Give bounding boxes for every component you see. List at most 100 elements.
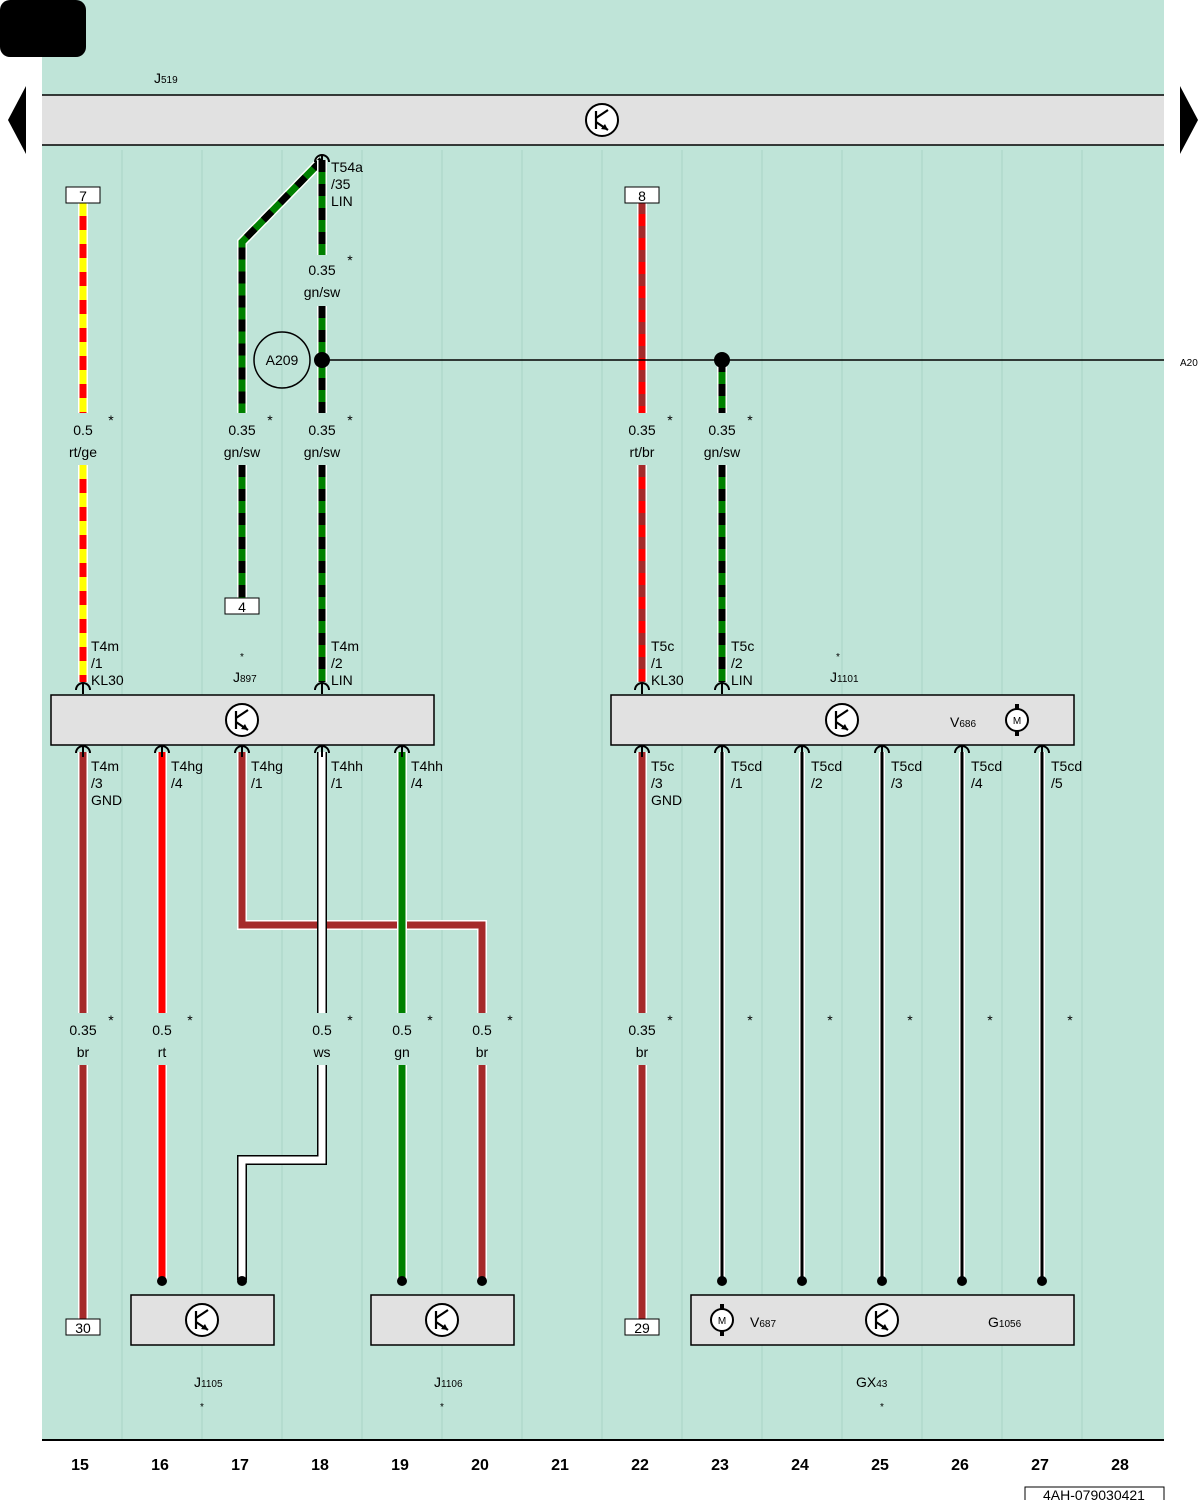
svg-text:21: 21	[551, 1457, 569, 1474]
svg-text:/4: /4	[171, 775, 183, 791]
svg-text:T5cd: T5cd	[811, 758, 842, 774]
svg-text:/1: /1	[731, 775, 743, 791]
svg-text:0.5: 0.5	[392, 1022, 412, 1038]
v687-motor-icon: M	[710, 1304, 734, 1336]
svg-text:0.5: 0.5	[73, 422, 93, 438]
previous-page-arrow-icon[interactable]	[8, 86, 26, 154]
document-id: 4AH-079030421	[1024, 1486, 1165, 1500]
svg-text:*: *	[187, 1012, 193, 1028]
svg-text:*: *	[267, 412, 273, 428]
svg-text:29: 29	[634, 1320, 650, 1336]
wire-17-20-br[interactable]	[237, 752, 487, 1280]
svg-text:*: *	[108, 412, 114, 428]
wire-18-ws[interactable]	[237, 752, 327, 1280]
svg-text:17: 17	[231, 1457, 249, 1474]
svg-text:T5c: T5c	[731, 638, 754, 654]
wire-23-27-sw[interactable]	[719, 752, 1045, 1280]
pin-label-t4hh1: T4hh/1	[331, 758, 363, 791]
j897-star: *	[240, 652, 244, 663]
svg-text:0.35: 0.35	[308, 262, 335, 278]
wire-label-20: 0.5br*	[472, 1012, 513, 1060]
box-8: 8	[624, 186, 660, 204]
j1106-label: J1106	[434, 1374, 463, 1390]
svg-text:LIN: LIN	[331, 672, 353, 688]
j1105-transistor-icon	[185, 1303, 219, 1337]
svg-text:0.5: 0.5	[312, 1022, 332, 1038]
svg-text:br: br	[636, 1044, 649, 1060]
next-page-arrow-icon[interactable]	[1180, 86, 1198, 154]
svg-text:/3: /3	[91, 775, 103, 791]
column-gridlines	[121, 150, 1083, 1440]
junction-dot-18	[314, 352, 330, 368]
svg-text:0.35: 0.35	[69, 1022, 96, 1038]
j897-label: J897	[233, 669, 257, 685]
right-continuation-label: A20	[1180, 358, 1198, 369]
svg-text:18: 18	[311, 1457, 329, 1474]
svg-text:GND: GND	[91, 792, 122, 808]
box-4: 4	[224, 597, 260, 615]
svg-text:8: 8	[638, 188, 646, 204]
svg-text:*: *	[987, 1012, 993, 1028]
page-tab	[0, 0, 86, 57]
svg-text:0.5: 0.5	[152, 1022, 172, 1038]
svg-text:T4hh: T4hh	[331, 758, 363, 774]
wire-17-gn-sw[interactable]	[237, 156, 326, 598]
a209-label: A209	[266, 352, 299, 368]
wire-label-18-lower: 0.5ws*	[312, 1012, 353, 1060]
j1105-star: *	[200, 1402, 204, 1413]
svg-text:*: *	[747, 1012, 753, 1028]
svg-text:*: *	[507, 1012, 513, 1028]
svg-text:*: *	[1067, 1012, 1073, 1028]
svg-text:23: 23	[711, 1457, 729, 1474]
wire-stars-23-27: * * * * *	[747, 1012, 1073, 1028]
connector-terminal-icons	[75, 154, 1050, 757]
svg-text:*: *	[747, 412, 753, 428]
svg-text:0.35: 0.35	[708, 422, 735, 438]
svg-text:/35: /35	[331, 176, 351, 192]
svg-text:7: 7	[79, 188, 87, 204]
pin-label-t5cd1: T5cd/1	[731, 758, 762, 791]
svg-text:/1: /1	[251, 775, 263, 791]
svg-text:30: 30	[75, 1320, 91, 1336]
svg-text:T4hg: T4hg	[171, 758, 203, 774]
pin-label-t5cd3: T5cd/3	[891, 758, 922, 791]
column-numbers: 15 16 17 18 19 20 21 22 23 24 25 26 27 2…	[71, 1457, 1129, 1474]
svg-text:LIN: LIN	[331, 193, 353, 209]
svg-text:T5cd: T5cd	[891, 758, 922, 774]
svg-text:/1: /1	[651, 655, 663, 671]
svg-text:0.5: 0.5	[472, 1022, 492, 1038]
svg-text:*: *	[667, 412, 673, 428]
box-30: 30	[65, 1318, 101, 1336]
svg-text:*: *	[347, 1012, 353, 1028]
svg-text:/1: /1	[91, 655, 103, 671]
svg-text:M: M	[718, 1316, 726, 1327]
j1101-star: *	[836, 652, 840, 663]
pin-label-t5cd2: T5cd/2	[811, 758, 842, 791]
svg-text:*: *	[108, 1012, 114, 1028]
pin-label-t4hg4: T4hg/4	[171, 758, 203, 791]
a209-connector-circle	[253, 331, 311, 389]
svg-text:rt/ge: rt/ge	[69, 444, 97, 460]
pin-label-t4hh4: T4hh/4	[411, 758, 443, 791]
svg-text:LIN: LIN	[731, 672, 753, 688]
gx43-transistor-icon	[865, 1303, 899, 1337]
svg-text:KL30: KL30	[91, 672, 124, 688]
svg-text:rt: rt	[158, 1044, 167, 1060]
j897-transistor-icon	[225, 703, 259, 737]
j1106-star: *	[440, 1402, 444, 1413]
pin-label-t5cd4: T5cd/4	[971, 758, 1002, 791]
svg-text:T4hg: T4hg	[251, 758, 283, 774]
pin-label-t5cd5: T5cd/5	[1051, 758, 1082, 791]
svg-text:24: 24	[791, 1457, 809, 1474]
svg-text:gn: gn	[394, 1044, 410, 1060]
svg-text:*: *	[347, 412, 353, 428]
